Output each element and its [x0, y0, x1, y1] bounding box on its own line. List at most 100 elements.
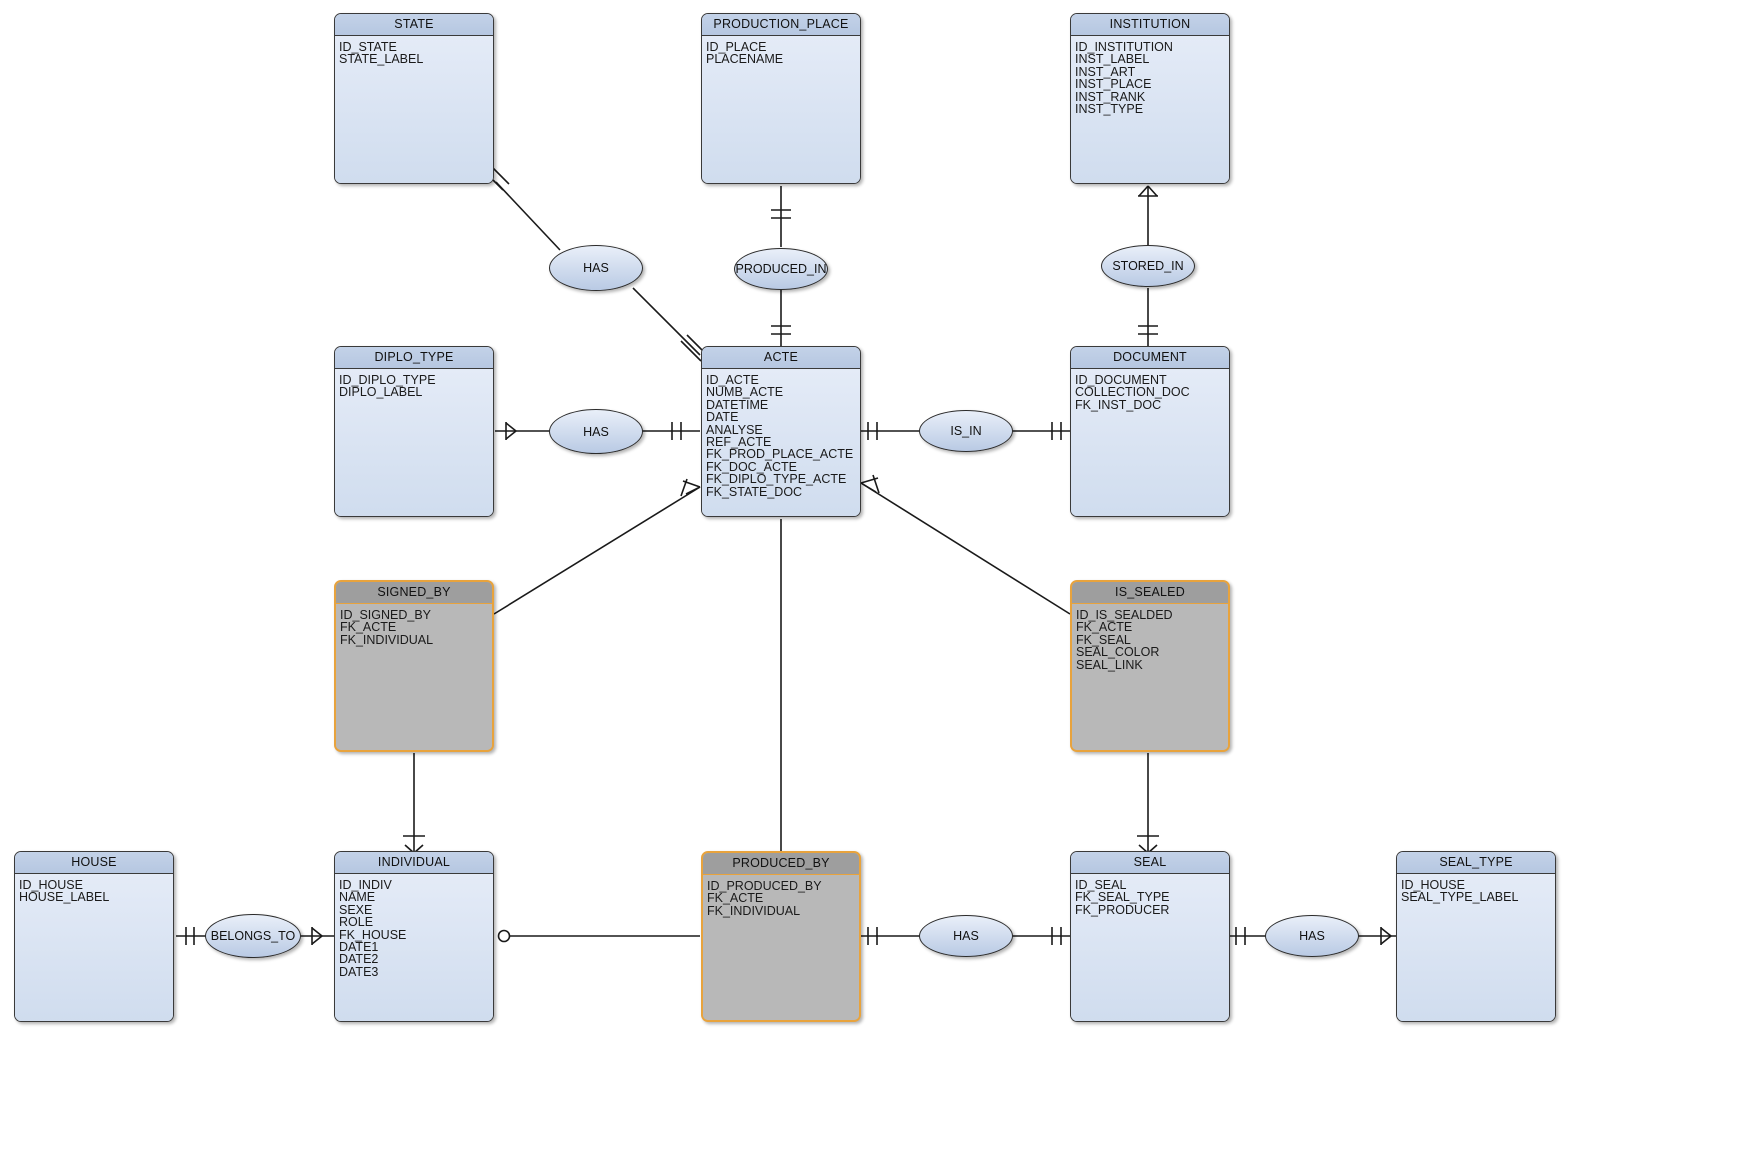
relationship-has-diplo[interactable]: HAS	[549, 409, 643, 454]
relationship-label: HAS	[953, 929, 979, 943]
entity-production-place[interactable]: PRODUCTION_PLACE ID_PLACE PLACENAME	[701, 13, 861, 184]
attribute: REF_ACTE	[706, 434, 772, 449]
attribute: ID_PLACE	[706, 40, 767, 54]
crowfoot-sealtype	[1380, 927, 1392, 945]
tick-document-stored	[1138, 325, 1158, 335]
tick-document-isin	[1051, 422, 1062, 440]
entity-diplo-type-title: DIPLO_TYPE	[335, 347, 493, 369]
attribute: SEAL_COLOR	[1076, 645, 1160, 660]
attribute: INST_TYPE	[1075, 101, 1144, 116]
attribute: ID_DOCUMENT	[1075, 373, 1167, 387]
attribute: COLLECTION_DOC	[1075, 385, 1190, 400]
attribute: ID_SEAL	[1075, 878, 1127, 892]
attribute: DATETIME	[706, 397, 769, 412]
entity-individual[interactable]: INDIVIDUAL ID_INDIV NAME SEXE ROLE FK_HO…	[334, 851, 494, 1022]
entity-production-place-title: PRODUCTION_PLACE	[702, 14, 860, 36]
attribute: ID_DIPLO_TYPE	[339, 373, 436, 387]
relationship-label: HAS	[583, 424, 609, 439]
relationship-label: HAS	[583, 261, 609, 275]
attribute: ROLE	[339, 915, 374, 930]
entity-seal[interactable]: SEAL ID_SEAL FK_SEAL_TYPE FK_PRODUCER	[1070, 851, 1230, 1022]
entity-acte[interactable]: ACTE ID_ACTE NUMB_ACTE DATETIME DATE ANA…	[701, 346, 861, 517]
attribute: HOUSE_LABEL	[19, 890, 110, 905]
entity-acte-title: ACTE	[702, 347, 860, 369]
attribute: ID_HOUSE	[1401, 878, 1465, 892]
relationship-label: BELONGS_TO	[210, 929, 296, 943]
attribute: PLACENAME	[706, 52, 784, 67]
attribute: SEXE	[339, 902, 373, 917]
entity-state[interactable]: STATE ID_STATE STATE_LABEL	[334, 13, 494, 184]
tick-seal-has	[1051, 927, 1062, 945]
crowfoot-diplo	[505, 422, 517, 440]
attribute: DATE2	[339, 952, 379, 967]
attribute: FK_PRODUCER	[1075, 902, 1170, 917]
attribute: ID_IS_SEALDED	[1076, 608, 1173, 622]
relationship-label: IS_IN	[950, 424, 982, 438]
attribute: DIPLO_LABEL	[339, 385, 423, 400]
attribute: NUMB_ACTE	[706, 385, 784, 400]
entity-signed-by[interactable]: SIGNED_BY ID_SIGNED_BY FK_ACTE FK_INDIVI…	[334, 580, 494, 752]
relationship-belongs-to[interactable]: BELONGS_TO	[205, 914, 301, 958]
attribute: FK_PROD_PLACE_ACTE	[706, 447, 854, 462]
attribute: STATE_LABEL	[339, 52, 424, 67]
entity-seal-attributes: ID_SEAL FK_SEAL_TYPE FK_PRODUCER	[1071, 874, 1229, 1021]
attribute: INST_ART	[1075, 64, 1136, 79]
tick-house-belongs	[185, 927, 195, 945]
entity-is-sealed-title: IS_SEALED	[1072, 582, 1228, 604]
entity-seal-type[interactable]: SEAL_TYPE ID_HOUSE SEAL_TYPE_LABEL	[1396, 851, 1556, 1022]
optional-marker-individual	[497, 929, 511, 943]
relationship-label: PRODUCED_IN	[735, 262, 827, 276]
attribute: SEAL_LINK	[1076, 657, 1143, 672]
entity-document[interactable]: DOCUMENT ID_DOCUMENT COLLECTION_DOC FK_I…	[1070, 346, 1230, 517]
tick-acte-diplo	[671, 422, 682, 440]
entity-is-sealed[interactable]: IS_SEALED ID_IS_SEALDED FK_ACTE FK_SEAL …	[1070, 580, 1230, 752]
attribute: DATE1	[339, 939, 379, 954]
entity-diplo-type[interactable]: DIPLO_TYPE ID_DIPLO_TYPE DIPLO_LABEL	[334, 346, 494, 517]
line-issealed-acte	[860, 482, 1071, 615]
attribute: ANALYSE	[706, 422, 763, 437]
tick-acte-isin	[867, 422, 878, 440]
relationship-has-sealtype[interactable]: HAS	[1265, 915, 1359, 957]
relationship-produced-in[interactable]: PRODUCED_IN	[734, 248, 828, 290]
attribute: FK_ACTE	[707, 891, 764, 906]
attribute: ID_SIGNED_BY	[340, 608, 432, 622]
tick-producedby-has	[867, 927, 878, 945]
attribute: ID_STATE	[339, 40, 397, 54]
attribute: ID_INSTITUTION	[1075, 40, 1173, 54]
attribute: ID_ACTE	[706, 373, 759, 387]
relationship-has-state[interactable]: HAS	[549, 245, 643, 291]
entity-institution[interactable]: INSTITUTION ID_INSTITUTION INST_LABEL IN…	[1070, 13, 1230, 184]
crowfoot-individual-belongs	[311, 927, 323, 945]
tick-prodplace	[771, 209, 791, 219]
entity-produced-by-attributes: ID_PRODUCED_BY FK_ACTE FK_INDIVIDUAL	[703, 875, 859, 1020]
attribute: INST_LABEL	[1075, 52, 1150, 67]
entity-house-title: HOUSE	[15, 852, 173, 874]
attribute: ID_INDIV	[339, 878, 392, 892]
relationship-is-in[interactable]: IS_IN	[919, 410, 1013, 452]
attribute: FK_INDIVIDUAL	[340, 632, 434, 647]
tick-seal-hastype	[1235, 927, 1246, 945]
entity-signed-by-title: SIGNED_BY	[336, 582, 492, 604]
entity-individual-title: INDIVIDUAL	[335, 852, 493, 874]
entity-seal-title: SEAL	[1071, 852, 1229, 874]
entity-acte-attributes: ID_ACTE NUMB_ACTE DATETIME DATE ANALYSE …	[702, 369, 860, 516]
entity-house[interactable]: HOUSE ID_HOUSE HOUSE_LABEL	[14, 851, 174, 1022]
attribute: FK_ACTE	[1076, 620, 1133, 635]
attribute: FK_DOC_ACTE	[706, 459, 797, 474]
attribute: SEAL_TYPE_LABEL	[1401, 890, 1519, 905]
entity-institution-attributes: ID_INSTITUTION INST_LABEL INST_ART INST_…	[1071, 36, 1229, 183]
entity-state-attributes: ID_STATE STATE_LABEL	[335, 36, 493, 183]
attribute: FK_SEAL_TYPE	[1075, 890, 1170, 905]
entity-is-sealed-attributes: ID_IS_SEALDED FK_ACTE FK_SEAL SEAL_COLOR…	[1072, 604, 1228, 750]
relationship-label: STORED_IN	[1112, 259, 1184, 273]
entity-institution-title: INSTITUTION	[1071, 14, 1229, 36]
tick-acte-prod	[771, 325, 791, 335]
attribute: FK_ACTE	[340, 620, 397, 635]
entity-seal-type-attributes: ID_HOUSE SEAL_TYPE_LABEL	[1397, 874, 1555, 1021]
attribute: INST_RANK	[1075, 89, 1146, 104]
relationship-stored-in[interactable]: STORED_IN	[1101, 245, 1195, 287]
entity-document-attributes: ID_DOCUMENT COLLECTION_DOC FK_INST_DOC	[1071, 369, 1229, 516]
relationship-has-produced[interactable]: HAS	[919, 915, 1013, 957]
entity-produced-by[interactable]: PRODUCED_BY ID_PRODUCED_BY FK_ACTE FK_IN…	[701, 851, 861, 1022]
crowfoot-acte-signed	[680, 478, 701, 497]
